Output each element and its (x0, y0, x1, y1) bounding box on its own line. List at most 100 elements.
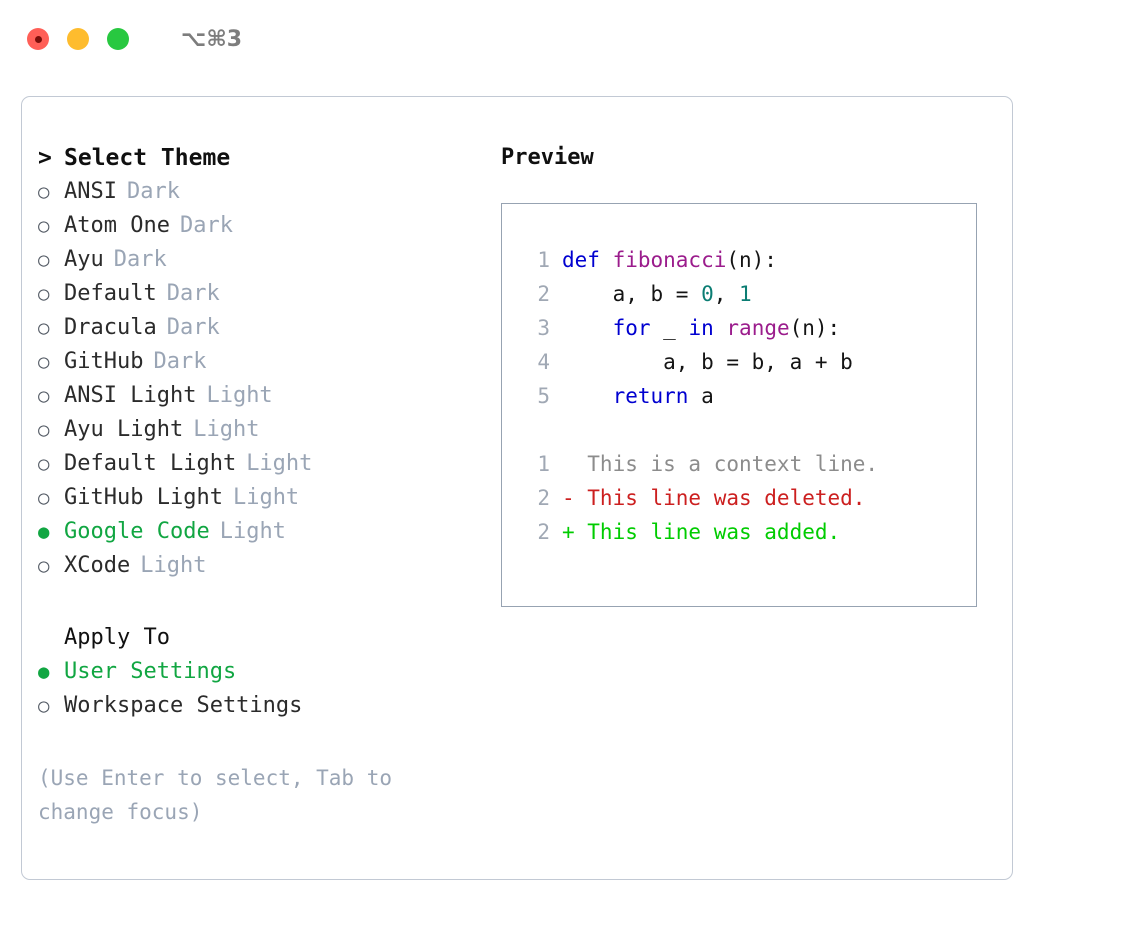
page-title: Select Theme (64, 145, 231, 171)
line-number: 3 (537, 316, 550, 340)
code-line-content: a, b = 0, 1 (562, 282, 752, 306)
theme-option-ayu-light[interactable]: ○ Ayu Light Light (38, 417, 478, 451)
radio-unselected-icon: ○ (38, 351, 50, 373)
radio-unselected-icon: ○ (38, 695, 50, 717)
code-token: return (612, 384, 689, 408)
radio-unselected-icon: ○ (38, 555, 50, 577)
minimize-button[interactable] (67, 28, 89, 50)
radio-unselected-icon: ○ (38, 385, 50, 407)
theme-option-github[interactable]: ○ GitHub Dark (38, 349, 478, 383)
diff-line-content: + This line was added. (562, 520, 841, 544)
line-number: 4 (537, 350, 550, 374)
theme-option-label: ANSI (64, 179, 117, 204)
code-token: def (562, 248, 613, 272)
radio-unselected-icon: ○ (38, 249, 50, 271)
code-token: (n): (726, 248, 777, 272)
code-token: (n): (789, 316, 841, 340)
apply-to-option-user-settings[interactable]: ●User Settings (38, 659, 478, 693)
diff-line-content: - This line was deleted. (562, 486, 866, 510)
code-line-content: def fibonacci(n): (562, 248, 777, 272)
radio-unselected-icon: ○ (38, 453, 50, 475)
apply-to-option-label: Workspace Settings (64, 693, 303, 718)
focus-marker-icon: > (38, 145, 52, 171)
theme-variant-badge: Light (193, 417, 260, 442)
diff-line-content: This is a context line. (562, 452, 879, 476)
theme-option-label: ANSI Light (64, 383, 197, 408)
apply-to-header: Apply To (38, 625, 478, 659)
radio-unselected-icon: ○ (38, 283, 50, 305)
apply-to-option-label: User Settings (64, 659, 237, 684)
preview-title: Preview (501, 145, 594, 170)
radio-unselected-icon: ○ (38, 181, 50, 203)
theme-option-atom-one[interactable]: ○ Atom One Dark (38, 213, 478, 247)
code-line-content: for _ in range(n): (562, 316, 841, 340)
section-spacer (38, 587, 478, 625)
code-line: 3 for _ in range(n): (520, 316, 976, 350)
radio-unselected-icon: ○ (38, 215, 50, 237)
theme-option-label: Atom One (64, 213, 170, 238)
diff-line-ctx: 1 This is a context line. (520, 452, 976, 486)
theme-variant-badge: Dark (179, 213, 233, 238)
theme-option-label: Google Code (64, 519, 210, 544)
line-number: 2 (537, 486, 550, 510)
theme-option-ansi-light[interactable]: ○ ANSI Light Light (38, 383, 478, 417)
theme-variant-badge: Dark (153, 349, 207, 374)
code-token: , (713, 282, 740, 306)
apply-to-option-workspace-settings[interactable]: ○ Workspace Settings (38, 693, 478, 727)
window-controls (27, 28, 129, 50)
close-button[interactable] (27, 28, 49, 50)
theme-variant-badge: Dark (166, 315, 220, 340)
theme-picker-header: > Select Theme (38, 145, 478, 179)
code-token: for (612, 316, 651, 340)
keyboard-hint: (Use Enter to select, Tab to change focu… (38, 766, 393, 824)
theme-variant-badge: Light (219, 519, 286, 544)
code-token: 1 (739, 282, 752, 306)
theme-option-label: GitHub Light (64, 485, 223, 510)
theme-option-label: GitHub (64, 349, 144, 374)
theme-option-label: Dracula (64, 315, 157, 340)
maximize-button[interactable] (107, 28, 129, 50)
theme-option-default[interactable]: ○ Default Dark (38, 281, 478, 315)
code-token: in (688, 316, 714, 340)
line-number: 5 (537, 384, 550, 408)
theme-variant-badge: Light (206, 383, 273, 408)
code-token: range (726, 316, 790, 340)
theme-variant-badge: Light (232, 485, 300, 510)
apply-to-label: Apply To (64, 625, 170, 650)
theme-option-label: Default (64, 281, 157, 306)
theme-option-xcode[interactable]: ○ XCode Light (38, 553, 478, 587)
radio-unselected-icon: ○ (38, 317, 50, 339)
code-token (562, 316, 613, 340)
code-diff-spacer (520, 418, 976, 452)
theme-option-dracula[interactable]: ○ Dracula Dark (38, 315, 478, 349)
code-line-content: return a (562, 384, 714, 408)
code-token: a (688, 384, 714, 408)
diff-line-add: 2+ This line was added. (520, 520, 976, 554)
code-line-content: a, b = b, a + b (562, 350, 853, 374)
title-bar: ⌥⌘3 (0, 0, 1140, 78)
theme-variant-badge: Dark (166, 281, 220, 306)
radio-unselected-icon: ○ (38, 419, 50, 441)
code-line: 5 return a (520, 384, 976, 418)
code-token: _ (650, 316, 689, 340)
diff-line-del: 2 - This line was deleted. (520, 486, 976, 520)
line-number: 2 (537, 282, 550, 306)
theme-option-label: Ayu (64, 247, 104, 272)
line-number: 1 (537, 248, 550, 272)
code-token (714, 316, 727, 340)
theme-option-label: Ayu Light (64, 417, 184, 442)
code-token: fibonacci (612, 248, 727, 272)
theme-variant-badge: Light (140, 553, 207, 578)
theme-option-label: XCode (64, 553, 131, 578)
